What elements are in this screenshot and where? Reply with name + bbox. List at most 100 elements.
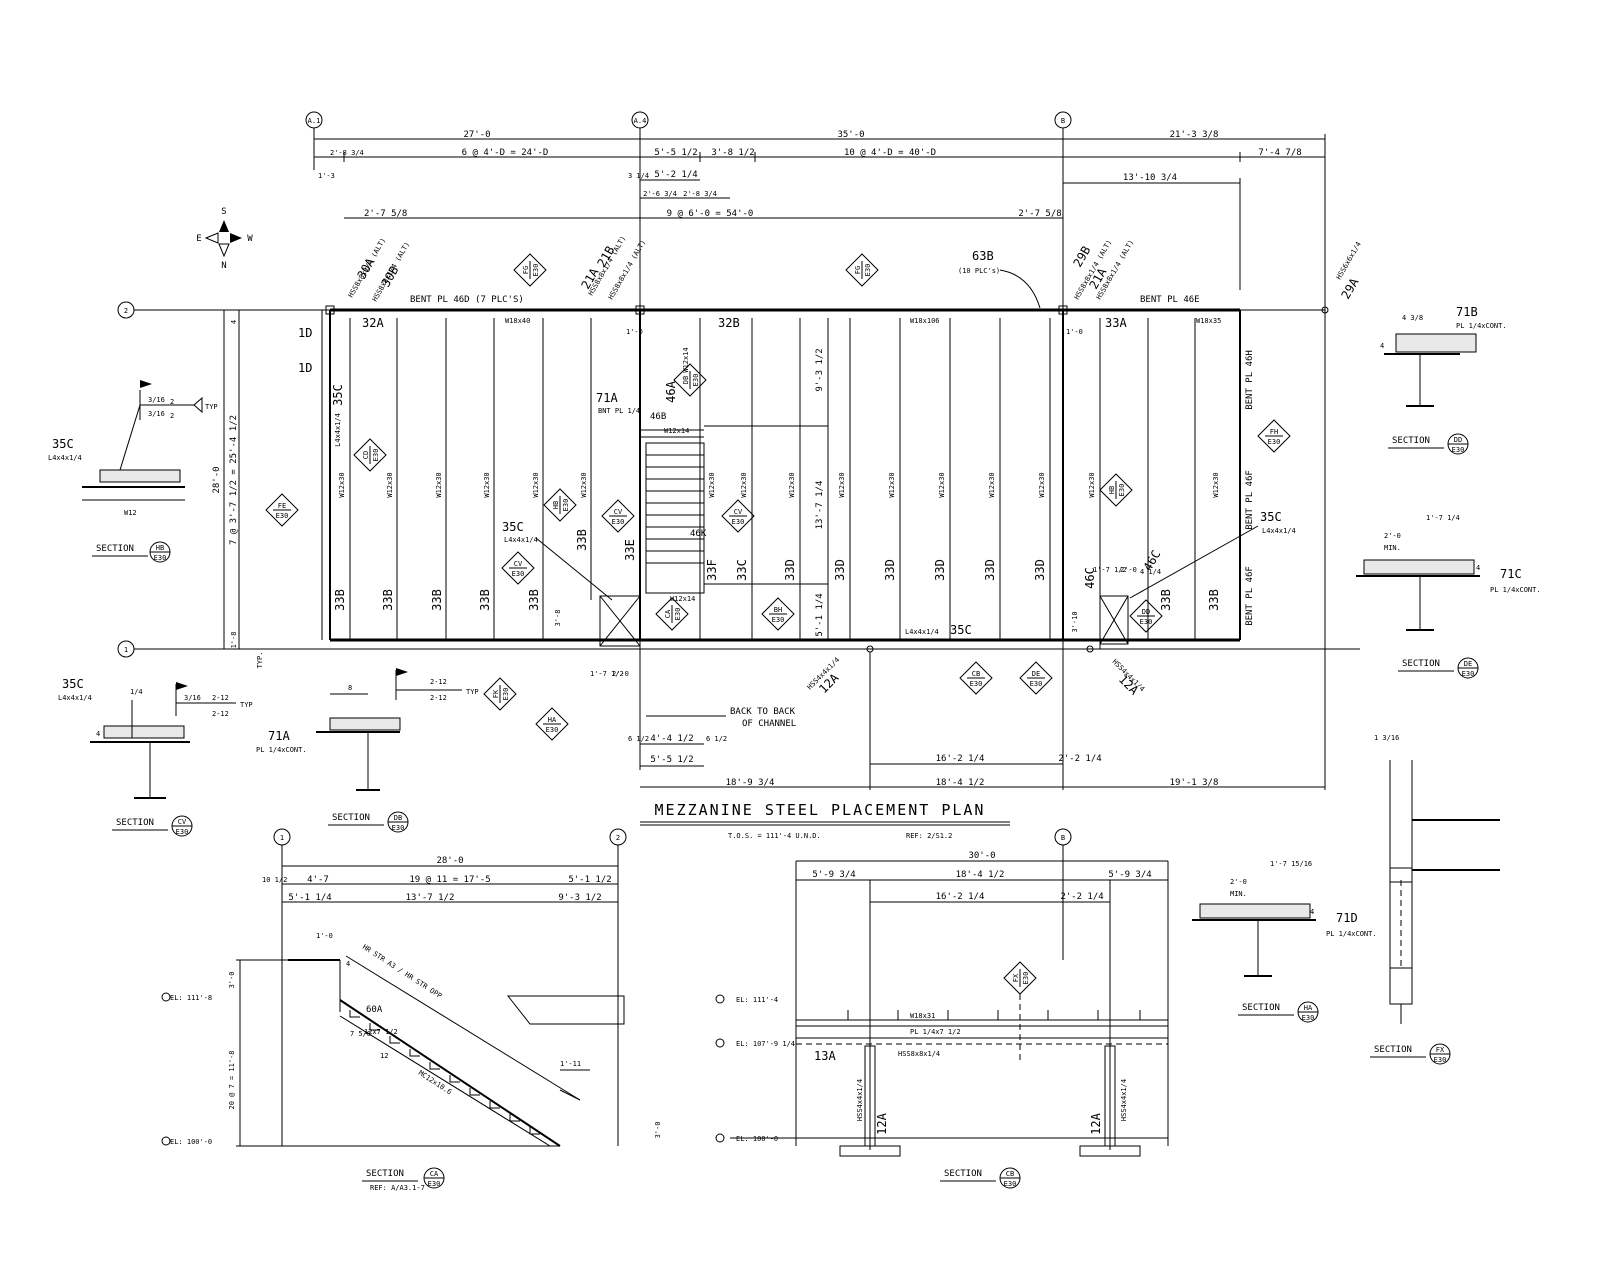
detail-35c-mark: 35C <box>62 677 84 691</box>
dim-2-2: 2'-2 1/4 <box>1060 892 1103 902</box>
svg-text:CA: CA <box>664 609 672 618</box>
dim-6at4: 6 @ 4'-D = 24'-D <box>462 148 549 158</box>
mark-33b-2: 33B <box>381 589 395 611</box>
grid-label-b: B <box>1061 834 1065 842</box>
mark-46b: 46B <box>650 412 666 422</box>
joist-w12x30: W12x30 <box>1088 472 1096 497</box>
bnt-pl: BNT PL 1/4 <box>598 407 640 415</box>
mark-33d-4: 33D <box>933 559 947 581</box>
stair-section-ca: 1 2 28'-0 10 1/2 4'-7 19 @ 11 = 17'-5 5'… <box>161 828 662 1192</box>
typ-note: TYP. <box>256 652 264 669</box>
svg-text:CD: CD <box>362 451 370 459</box>
bent-46f-2: BENT PL 46F <box>1245 566 1255 626</box>
section-label: SECTION <box>1374 1045 1412 1055</box>
svg-text:CV: CV <box>734 508 743 516</box>
dim-3-0b: 3'-0 <box>654 1122 662 1139</box>
dim-7at3: 7 @ 3'-7 1/2 = 25'-4 1/2 <box>229 415 239 545</box>
mark-46a: 46A <box>664 380 678 402</box>
beam-w18x31: W18x31 <box>910 1012 935 1020</box>
w12x14-a: W12x14 <box>682 347 690 372</box>
weld-length: 2-12 <box>430 678 447 686</box>
svg-text:E30: E30 <box>176 828 189 836</box>
svg-text:FK: FK <box>492 689 500 698</box>
svg-text:E30: E30 <box>1452 446 1465 454</box>
elevation-100: EL: 100'-0 <box>736 1135 778 1143</box>
mark-33b-6: 33B <box>575 529 589 551</box>
dim-1-7b: 1'-7 1/2 <box>590 670 624 678</box>
svg-text:E30: E30 <box>276 512 289 520</box>
mark-33c: 33C <box>735 559 749 581</box>
svg-text:DB: DB <box>394 814 402 822</box>
detail-35c-size: L4x4x1/4 <box>48 454 82 462</box>
dim-13-10: 13'-10 3/4 <box>1123 173 1177 183</box>
dim-16-2: 16'-2 1/4 <box>936 892 985 902</box>
plan-title: MEZZANINE STEEL PLACEMENT PLAN T.O.S. = … <box>640 801 1010 840</box>
mark-60a: 60A <box>366 1005 383 1015</box>
dim-9-3: 9'-3 1/2 <box>558 893 601 903</box>
beam-w18x40: W18x40 <box>505 317 530 325</box>
elevation-100: EL: 100'-0 <box>170 1138 212 1146</box>
dim-5-9a: 5'-9 3/4 <box>812 870 855 880</box>
svg-text:HB: HB <box>156 544 164 552</box>
joist-w12x30: W12x30 <box>483 472 491 497</box>
dim-1-3-16: 1 3/16 <box>1374 734 1399 742</box>
mark-33d-3: 33D <box>883 559 897 581</box>
mark-33d-1: 33D <box>783 559 797 581</box>
joist-w12x30: W12x30 <box>1212 472 1220 497</box>
note-of-channel: OF CHANNEL <box>742 719 796 729</box>
compass-w: W <box>247 234 253 244</box>
detail-section-fx: 1 3/16 SECTION FX E30 <box>1370 734 1500 1065</box>
mark-33d-2: 33D <box>833 559 847 581</box>
tos-note: T.O.S. = 111'-4 U.N.D. <box>728 832 821 840</box>
joist-w12x30: W12x30 <box>580 472 588 497</box>
detail-71d-mark: 71D <box>1336 911 1358 925</box>
section-label: SECTION <box>1242 1003 1280 1013</box>
svg-text:CV: CV <box>178 818 187 826</box>
dim-13-7: 13'-7 1/2 <box>406 893 455 903</box>
dim-7-4: 7'-4 7/8 <box>1258 148 1301 158</box>
section-tag-cb: CB E30 <box>999 1167 1021 1189</box>
svg-text:DD: DD <box>1454 436 1462 444</box>
svg-text:FH: FH <box>1270 428 1278 436</box>
svg-text:FX: FX <box>1436 1046 1445 1054</box>
detail-71d-plate: PL 1/4xCONT. <box>1326 930 1377 938</box>
typ-label: TYP <box>240 701 253 709</box>
svg-text:E30: E30 <box>532 264 540 277</box>
svg-text:CB: CB <box>972 670 980 678</box>
svg-text:E30: E30 <box>864 264 872 277</box>
dim-12: 12 <box>380 1052 388 1060</box>
dim-4-3-8: 4 3/8 <box>1402 314 1423 322</box>
detail-section-cv: 35C L4x4x1/4 3/16 2-12 2-12 TYP 4 1/4 SE… <box>58 677 253 837</box>
svg-text:E30: E30 <box>1140 618 1153 626</box>
mark-32b: 32B <box>718 316 740 330</box>
dim-7-5-8: 7 5/8 <box>350 1030 371 1038</box>
svg-text:E30: E30 <box>1434 1056 1447 1064</box>
dim-8: 8 <box>348 684 352 692</box>
dim-5-2: 5'-2 1/4 <box>654 170 697 180</box>
joist-w12x30: W12x30 <box>435 472 443 497</box>
grid-label-1: 1 <box>124 646 128 654</box>
mark-33a: 33A <box>1105 316 1127 330</box>
svg-text:E30: E30 <box>1030 680 1043 688</box>
svg-text:E30: E30 <box>674 608 682 621</box>
dim-quarter: 1/4 <box>130 688 143 696</box>
